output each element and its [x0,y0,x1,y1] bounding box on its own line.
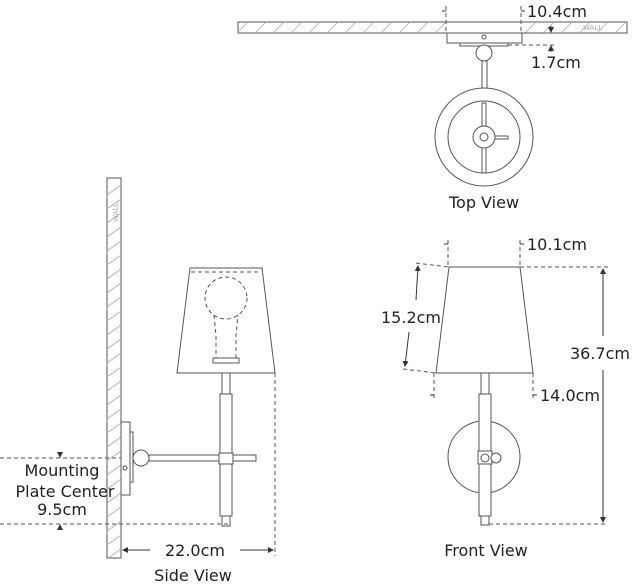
mounting-plate [120,421,131,496]
knob [480,453,490,463]
shade-bottom-label: 14.0cm [540,386,600,405]
ball-joint [132,449,150,467]
knob [490,452,502,464]
dim-guide [415,262,450,268]
side-view-title: Side View [154,566,232,585]
hatch-line [578,21,591,34]
hatch-line [106,338,122,350]
hatch-line [106,478,122,490]
shade-height-label: 15.2cm [381,308,441,327]
wall-label: WALL [583,24,602,32]
top-view-title: Top View [448,193,519,212]
socket [212,357,240,364]
socket [472,125,496,149]
hatch-line [106,226,122,238]
plate-cap [129,431,134,483]
hatch-line [308,21,321,34]
hatch-line [362,21,375,34]
side-view: WALL Mounting Plate Center 9.5cm 22.0cm … [0,177,276,585]
bulb-neck [213,314,239,359]
shade-top-label: 10.1cm [527,235,587,254]
knob [494,135,509,140]
hatch-line [272,21,285,34]
hatch-line [106,422,122,434]
hatch-line [106,184,122,196]
hatch-line [106,296,122,308]
dim-arrow [414,265,421,301]
hatch-line [290,21,303,34]
plate-width-label: 10.4cm [527,2,587,21]
arm [148,454,257,462]
hatch-line [106,254,122,266]
dim-arrow [402,331,410,367]
wall-top [237,21,628,34]
mounting-label-line2: Plate Center [16,482,115,501]
top-view: WALL 10.4cm 1.7cm Top View [236,2,628,212]
hatch-line [106,268,122,280]
extension-label: 22.0cm [165,541,225,560]
hatch-line [236,21,249,34]
wall-side [106,177,122,559]
hatch-line [106,366,122,378]
hatch-line [106,324,122,336]
hatch-line [398,21,411,34]
hatch-line [524,21,537,34]
plate-depth-label: 1.7cm [531,53,581,72]
hatch-line [106,520,122,532]
mounting-label-line1: Mounting [25,461,100,480]
socket-center [479,132,489,142]
hatch-line [106,282,122,294]
hatch-line [106,310,122,322]
hatch-line [106,506,122,518]
hatch-line [614,21,627,34]
bulb [204,276,248,320]
overall-height-label: 36.7cm [570,344,630,363]
hatch-line [106,534,122,546]
shade [176,267,276,374]
shade [435,266,534,374]
hatch-line [542,21,555,34]
screw-icon [122,465,128,471]
hatch-line [106,212,122,224]
arm [481,60,488,90]
mounting-plate [446,32,523,44]
wall-hatch [236,21,627,34]
hatch-line [106,198,122,210]
hatch-line [326,21,339,34]
hatch-line [344,21,357,34]
coupler [218,452,234,465]
hatch-line [106,394,122,406]
hatch-line [106,436,122,448]
front-view-title: Front View [444,541,528,560]
hatch-line [596,21,609,34]
hatch-line [106,408,122,420]
hatch-line [106,492,122,504]
hatch-line [254,21,267,34]
wall-label: WALL [112,203,120,222]
hatch-line [106,240,122,252]
mounting-value: 9.5cm [37,500,87,519]
hatch-line [106,450,122,462]
hatch-line [106,380,122,392]
front-view: 10.1cm 14.0cm 15.2cm 36.7cm Front View [381,235,630,560]
dim-guide [402,368,437,374]
hatch-line [106,464,122,476]
screw-icon [481,34,487,40]
hatch-line [560,21,573,34]
hatch-line [434,21,447,34]
wall-hatch [106,184,122,560]
hatch-line [106,548,122,560]
ball-joint [475,44,493,62]
hatch-line [416,21,429,34]
hatch-line [106,352,122,364]
hatch-line [380,21,393,34]
